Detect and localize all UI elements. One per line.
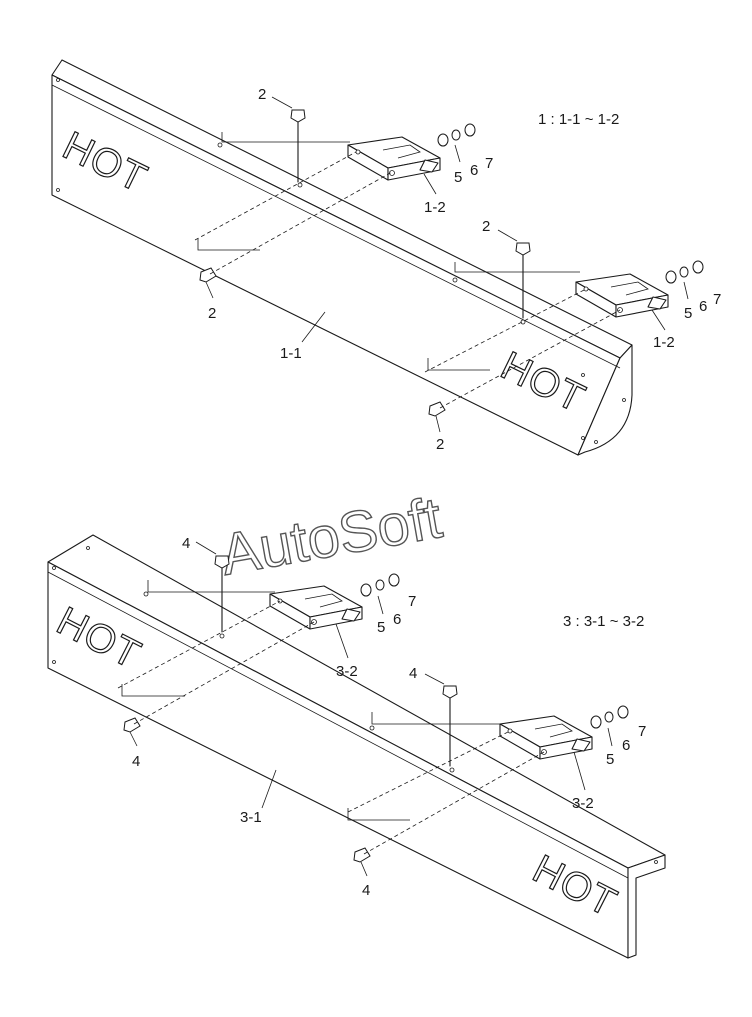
- callout-washer-a-left-bottom: 5: [377, 619, 385, 636]
- callout-washer-b-left-bottom: 6: [393, 611, 401, 628]
- callout-bracket-right: 1-2: [653, 334, 675, 351]
- callout-washer-a-right-bottom: 5: [606, 751, 614, 768]
- washers-left: [437, 123, 476, 147]
- washers-left-bottom: [360, 573, 400, 597]
- callout-washer-b-left: 6: [470, 162, 478, 179]
- range-label-bottom: 3 : 3-1 ~ 3-2: [563, 613, 644, 630]
- bracket-3-2-right: [499, 715, 593, 760]
- callout-bolt-top-right-bottom: 4: [409, 665, 417, 682]
- callout-bolt-side-right: 2: [436, 436, 444, 453]
- watermark: AutoSoft: [216, 485, 446, 588]
- callout-washer-b-right-bottom: 6: [622, 737, 630, 754]
- callout-bolt-side-left: 2: [208, 305, 216, 322]
- callout-nut-right: 7: [713, 291, 721, 308]
- callout-bracket-left: 1-2: [424, 199, 446, 216]
- callout-cover: 1-1: [280, 345, 302, 362]
- washers-right-bottom: [590, 705, 629, 729]
- bracket-3-2-left: [269, 585, 363, 630]
- bolt-4-top-left: [214, 555, 230, 633]
- bolt-2-top-right: [515, 242, 531, 319]
- callout-nut-left-bottom: 7: [408, 593, 416, 610]
- top-assembly: HOT HOT: [51, 59, 721, 456]
- callout-bolt-top-left: 2: [258, 86, 266, 103]
- bracket-1-2-left: [347, 136, 441, 181]
- callout-washer-a-right: 5: [684, 305, 692, 322]
- callout-nut-left: 7: [485, 155, 493, 172]
- bottom-assembly: HOT HOT: [47, 534, 666, 959]
- callout-washer-b-right: 6: [699, 298, 707, 315]
- bolt-4-side-right: [353, 847, 371, 863]
- washers-right: [665, 260, 704, 284]
- callout-bolt-side-right-bottom: 4: [362, 882, 370, 899]
- bolt-4-side-left: [123, 717, 141, 733]
- callout-bolt-top-left-bottom: 4: [182, 535, 190, 552]
- callout-bracket-right-bottom: 3-2: [572, 795, 594, 812]
- callout-cover-bottom: 3-1: [240, 809, 262, 826]
- callout-bolt-side-left-bottom: 4: [132, 753, 140, 770]
- bolt-2-side-left: [199, 267, 217, 283]
- bolt-2-side-right: [428, 401, 446, 417]
- cover-3-1: HOT HOT: [47, 534, 666, 959]
- bolt-2-top-left: [290, 109, 306, 183]
- callout-bracket-left-bottom: 3-2: [336, 663, 358, 680]
- callout-bolt-top-right: 2: [482, 218, 490, 235]
- bolt-4-top-right: [442, 685, 458, 767]
- range-label-top: 1 : 1-1 ~ 1-2: [538, 111, 619, 128]
- bracket-1-2-right: [575, 273, 669, 318]
- callout-nut-right-bottom: 7: [638, 723, 646, 740]
- callout-washer-a-left: 5: [454, 169, 462, 186]
- cover-1-1: HOT HOT: [51, 59, 633, 456]
